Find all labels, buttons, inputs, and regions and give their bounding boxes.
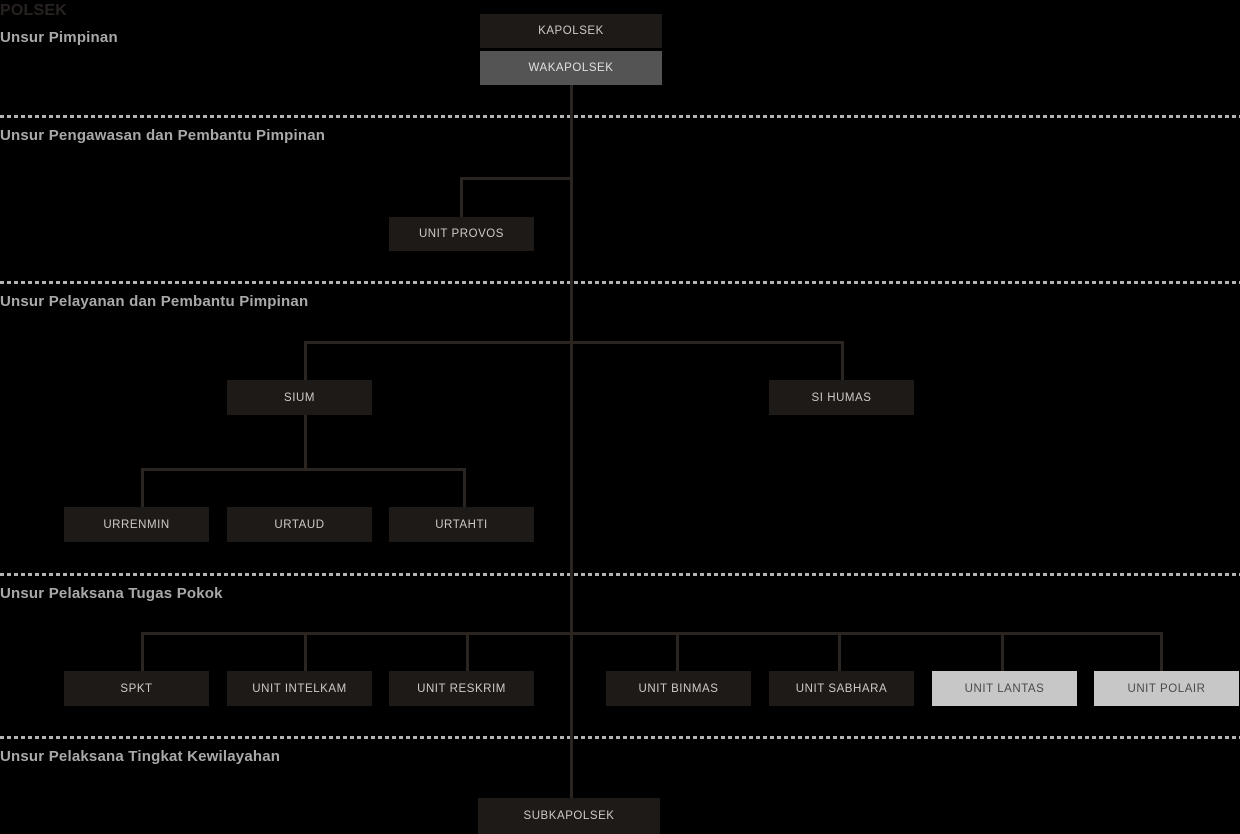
node-label: UNIT LANTAS xyxy=(964,682,1045,695)
node-unit-reskrim[interactable]: UNIT RESKRIM xyxy=(389,671,534,706)
node-unit-binmas[interactable]: UNIT BINMAS xyxy=(606,671,751,706)
connector-binmas-drop xyxy=(676,632,679,672)
node-urtahti[interactable]: URTAHTI xyxy=(389,507,534,542)
connector-sium-drop xyxy=(304,341,307,381)
section-divider-4 xyxy=(0,736,1240,739)
node-unit-lantas[interactable]: UNIT LANTAS xyxy=(932,671,1077,706)
chart-title: POLSEK xyxy=(0,2,67,19)
node-sium[interactable]: SIUM xyxy=(227,380,372,415)
node-subkapolsek[interactable]: SUBKAPOLSEK xyxy=(478,798,660,834)
connector-lantas-drop xyxy=(1001,632,1004,672)
connector-intelkam-drop xyxy=(304,632,307,672)
connector-provos-drop xyxy=(460,177,463,217)
node-label: UNIT SABHARA xyxy=(795,682,888,695)
node-label: SI HUMAS xyxy=(811,391,872,404)
connector-polair-drop xyxy=(1160,632,1163,672)
node-urrenmin[interactable]: URRENMIN xyxy=(64,507,209,542)
node-si-humas[interactable]: SI HUMAS xyxy=(769,380,914,415)
node-unit-sabhara[interactable]: UNIT SABHARA xyxy=(769,671,914,706)
node-label: UNIT RESKRIM xyxy=(417,682,506,695)
node-label: URTAUD xyxy=(274,518,325,531)
node-urtaud[interactable]: URTAUD xyxy=(227,507,372,542)
node-label: SPKT xyxy=(120,682,153,695)
connector-bus-sium-sihumas xyxy=(304,341,844,344)
connector-reskrim-drop xyxy=(466,632,469,672)
section-divider-2 xyxy=(0,281,1240,284)
node-unit-polair[interactable]: UNIT POLAIR xyxy=(1094,671,1239,706)
connector-bus-ur-units xyxy=(141,468,466,471)
band-label-unsur-pengawasan: Unsur Pengawasan dan Pembantu Pimpinan xyxy=(0,127,326,144)
node-unit-provos[interactable]: UNIT PROVOS xyxy=(389,217,534,251)
node-label: UNIT PROVOS xyxy=(418,228,505,240)
band-label-unsur-pelayanan: Unsur Pelayanan dan Pembantu Pimpinan xyxy=(0,293,309,310)
band-label-unsur-pelaksana-kewilayahan: Unsur Pelaksana Tingkat Kewilayahan xyxy=(0,748,281,765)
band-label-unsur-pelaksana-tugas: Unsur Pelaksana Tugas Pokok xyxy=(0,585,223,602)
node-label: KAPOLSEK xyxy=(538,25,604,37)
connector-provos-horizontal xyxy=(460,177,573,180)
node-unit-intelkam[interactable]: UNIT INTELKAM xyxy=(227,671,372,706)
node-wakapolsek[interactable]: WAKAPOLSEK xyxy=(480,51,662,85)
connector-urrenmin-drop xyxy=(141,468,144,508)
node-label: UNIT POLAIR xyxy=(1127,682,1206,695)
connector-urtahti-drop xyxy=(463,468,466,508)
connector-sabhara-drop xyxy=(838,632,841,672)
connector-spkt-drop xyxy=(141,632,144,672)
node-spkt[interactable]: SPKT xyxy=(64,671,209,706)
node-label: SUBKAPOLSEK xyxy=(523,810,615,822)
node-label: UNIT BINMAS xyxy=(638,682,719,695)
section-divider-1 xyxy=(0,115,1240,118)
node-label: UNIT INTELKAM xyxy=(252,682,347,695)
band-label-unsur-pimpinan: Unsur Pimpinan xyxy=(0,29,118,46)
connector-bus-pelaksana xyxy=(141,632,1162,635)
connector-sium-to-sub-bus xyxy=(304,381,307,469)
section-divider-3 xyxy=(0,573,1240,576)
node-label: WAKAPOLSEK xyxy=(528,62,614,74)
node-label: URTAHTI xyxy=(435,518,488,531)
connector-trunk-main xyxy=(570,85,573,799)
node-label: SIUM xyxy=(284,391,315,404)
connector-sihumas-drop xyxy=(841,341,844,381)
node-label: URRENMIN xyxy=(103,518,170,531)
node-kapolsek[interactable]: KAPOLSEK xyxy=(480,14,662,48)
